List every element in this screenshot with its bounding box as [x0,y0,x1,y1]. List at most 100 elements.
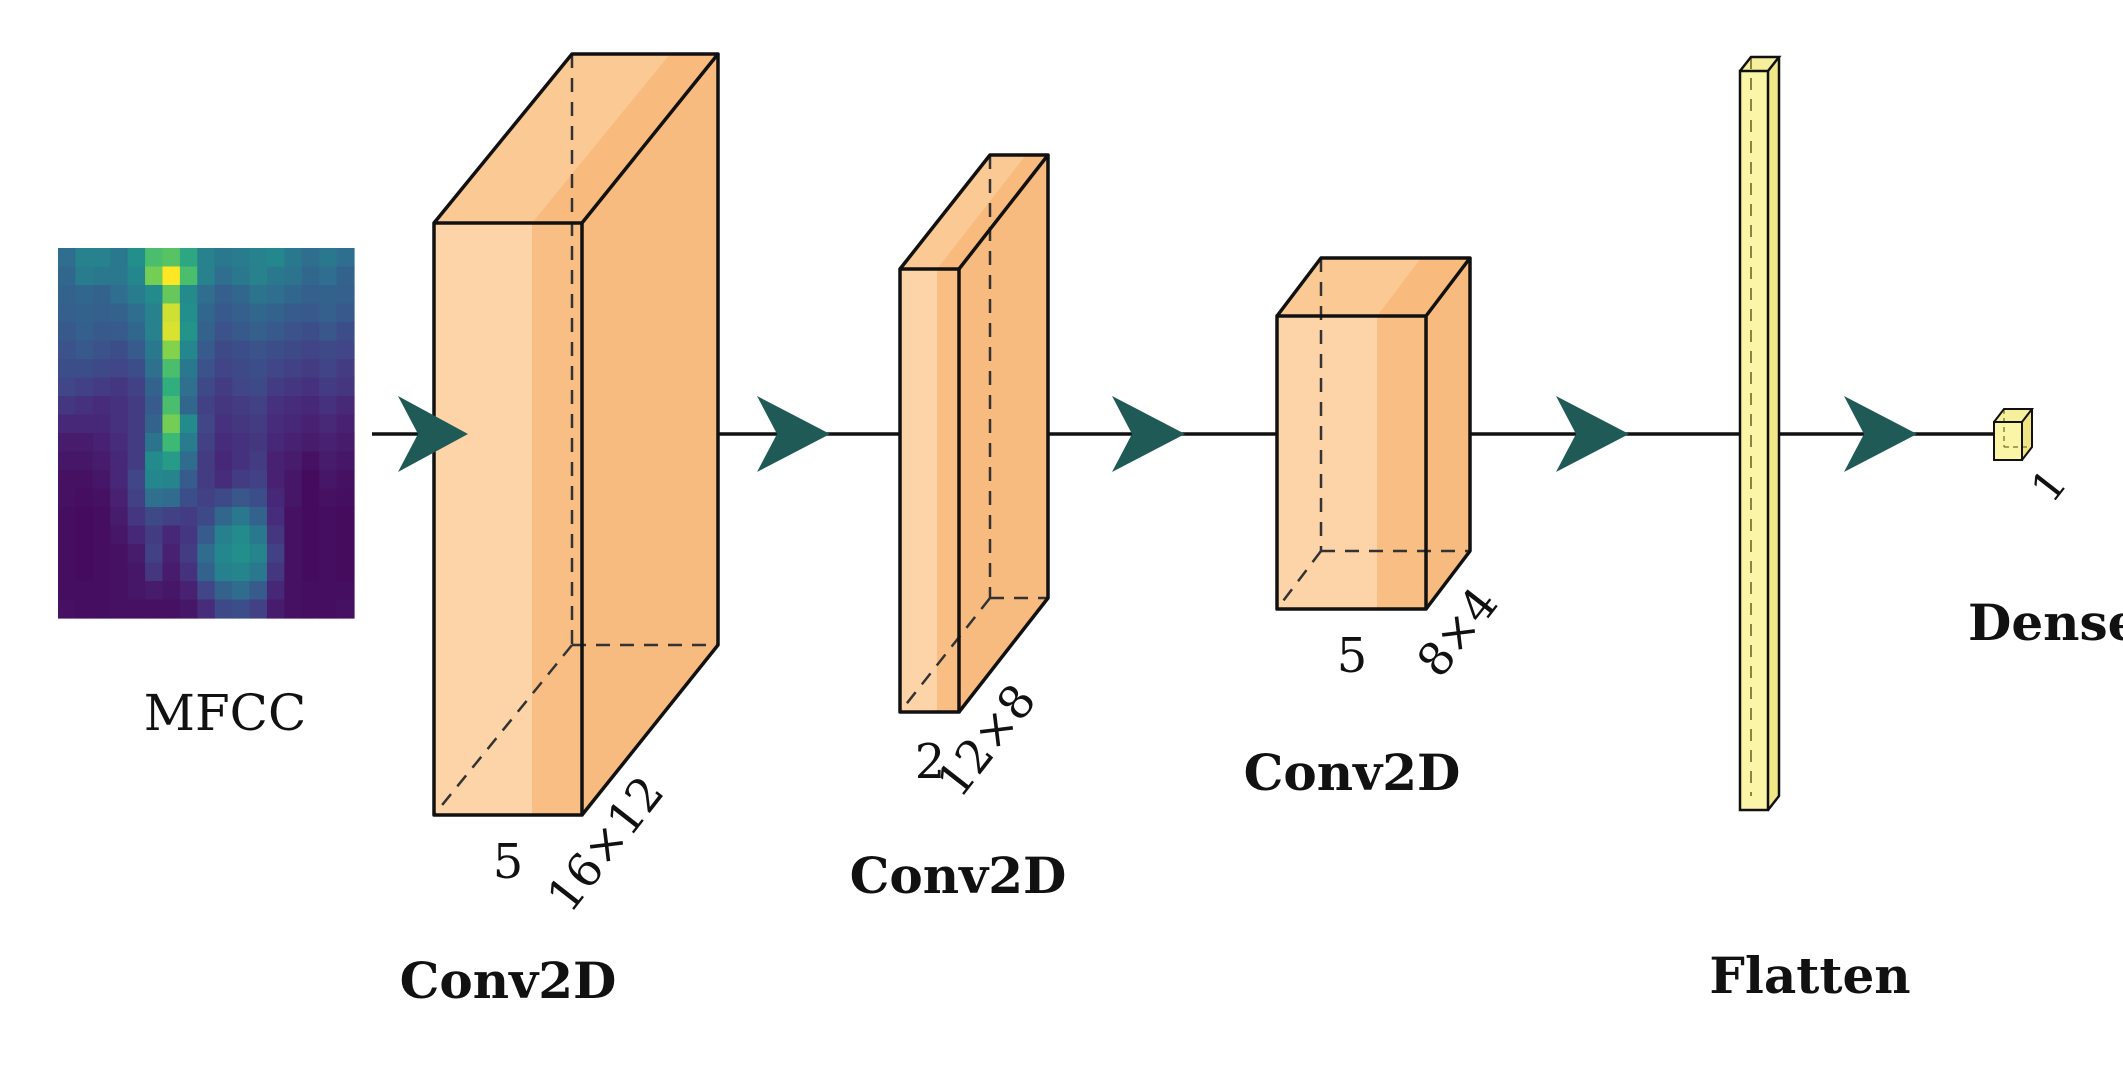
dense-size-label: 1 [2021,460,2076,511]
mfcc-cell [266,359,285,379]
mfcc-cell [301,470,320,490]
dense-label: Dense [1968,593,2123,652]
mfcc-cell [58,470,77,490]
mfcc-cell [249,414,268,434]
mfcc-cell [75,470,94,490]
mfcc-cell [179,451,198,471]
mfcc-cell [162,248,181,268]
mfcc-cell [301,581,320,601]
mfcc-cell [266,581,285,601]
mfcc-cell [145,248,164,268]
mfcc-cell [92,377,111,397]
mfcc-cell [266,248,285,268]
mfcc-cell [319,359,338,379]
conv2d-block-2-top-stripe [937,155,1048,269]
mfcc-cell [58,248,77,268]
mfcc-cell [75,414,94,434]
conv2d-block-2-side-face [959,155,1048,712]
mfcc-cell [162,303,181,323]
mfcc-cell [319,507,338,527]
mfcc-cell [284,525,303,545]
mfcc-cell [58,581,77,601]
mfcc-cell [249,340,268,360]
mfcc-cell [301,451,320,471]
mfcc-cell [284,599,303,619]
mfcc-cell [336,377,355,397]
mfcc-cell [145,377,164,397]
mfcc-cell [110,414,129,434]
mfcc-cell [197,340,216,360]
mfcc-cell [197,359,216,379]
mfcc-cell [179,396,198,416]
mfcc-cell [145,488,164,508]
mfcc-cell [249,396,268,416]
mfcc-cell [336,581,355,601]
mfcc-cell [301,599,320,619]
mfcc-cell [145,340,164,360]
mfcc-cell [179,507,198,527]
mfcc-cell [249,248,268,268]
mfcc-cell [284,581,303,601]
mfcc-cell [162,340,181,360]
mfcc-cell [197,581,216,601]
mfcc-cell [266,599,285,619]
mfcc-cell [214,303,233,323]
mfcc-cell [214,451,233,471]
mfcc-cell [145,414,164,434]
mfcc-cell [127,248,146,268]
mfcc-cell [266,266,285,286]
mfcc-cell [127,525,146,545]
mfcc-cell [319,433,338,453]
mfcc-cell [214,340,233,360]
mfcc-cell [197,322,216,342]
conv2d-block-3-side-face [1426,258,1470,609]
mfcc-cell [127,562,146,582]
mfcc-cell [75,266,94,286]
mfcc-cell [301,525,320,545]
mfcc-cell [110,322,129,342]
mfcc-cell [232,525,251,545]
mfcc-cell [58,285,77,305]
mfcc-cell [284,396,303,416]
mfcc-cell [162,581,181,601]
mfcc-cell [127,581,146,601]
mfcc-cell [284,488,303,508]
mfcc-cell [58,396,77,416]
mfcc-cell [92,562,111,582]
conv2d-block-2-depth-label: 2 [915,734,946,790]
mfcc-cell [232,396,251,416]
mfcc-cell [214,322,233,342]
mfcc-cell [214,525,233,545]
mfcc-cell [179,359,198,379]
conv2d-block-2 [898,153,1050,714]
mfcc-cell [197,470,216,490]
mfcc-cell [58,303,77,323]
mfcc-cell [58,544,77,564]
flow-arrow-icon [398,396,468,472]
mfcc-cell [232,562,251,582]
mfcc-cell [110,340,129,360]
mfcc-cell [58,414,77,434]
mfcc-cell [249,266,268,286]
mfcc-cell [179,248,198,268]
mfcc-cell [179,488,198,508]
mfcc-cell [301,248,320,268]
mfcc-cell [232,507,251,527]
mfcc-cell [214,470,233,490]
mfcc-cell [127,414,146,434]
mfcc-cell [145,266,164,286]
mfcc-cell [110,266,129,286]
mfcc-cell [145,396,164,416]
mfcc-cell [214,599,233,619]
mfcc-cell [92,433,111,453]
conv2d-block-1 [432,52,720,817]
mfcc-cell [127,285,146,305]
mfcc-cell [197,377,216,397]
mfcc-cell [319,562,338,582]
conv2d-block-2-label: Conv2D [850,846,1067,905]
mfcc-cell [284,414,303,434]
mfcc-cell [336,470,355,490]
mfcc-cell [249,544,268,564]
mfcc-cell [110,562,129,582]
mfcc-cell [75,340,94,360]
